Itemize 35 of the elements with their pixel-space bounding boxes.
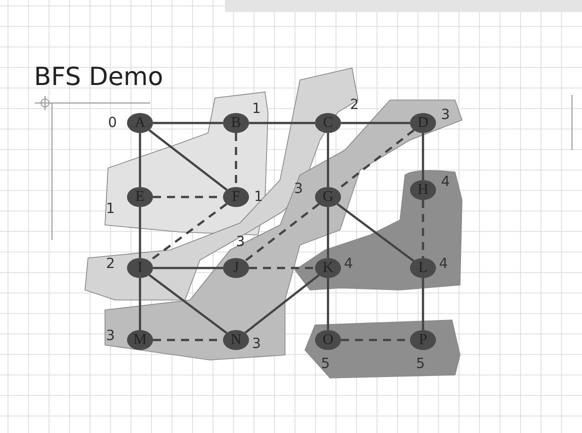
graph-edge — [244, 203, 320, 262]
level-number: 4 — [441, 174, 450, 190]
graph-edge — [249, 266, 315, 270]
graph-edge — [244, 274, 320, 334]
level-number: 0 — [108, 115, 117, 131]
graph-edge — [336, 203, 414, 262]
graph-edge — [422, 278, 424, 330]
level-number: 2 — [106, 256, 115, 272]
graph-edge — [422, 200, 424, 258]
graph-edge — [422, 133, 424, 180]
title: BFS Demo — [34, 62, 164, 91]
graph-edge — [138, 207, 142, 258]
level-number: 3 — [441, 107, 450, 123]
level-number: 3 — [106, 328, 115, 344]
graph-edge — [153, 122, 223, 124]
graph-edge — [148, 274, 228, 334]
graph-edge — [326, 133, 330, 187]
level-number: 3 — [252, 336, 261, 352]
level-number: 4 — [344, 256, 353, 272]
level-number: 4 — [439, 256, 448, 272]
level-number: 1 — [254, 189, 263, 205]
graph-edge — [138, 278, 142, 330]
graph-edge — [249, 122, 315, 124]
level-number: 2 — [350, 97, 359, 113]
graph-edge — [326, 207, 330, 258]
level-number: 1 — [252, 101, 261, 117]
graph-edge — [148, 129, 228, 191]
level-number: 3 — [294, 181, 303, 197]
level-number: 1 — [106, 201, 115, 217]
level-number: 5 — [416, 356, 425, 372]
graph-edge — [341, 122, 410, 124]
graph-edge — [326, 278, 330, 330]
graph-edge — [153, 266, 223, 270]
graph-edge — [138, 133, 142, 187]
level-number: 5 — [321, 356, 330, 372]
